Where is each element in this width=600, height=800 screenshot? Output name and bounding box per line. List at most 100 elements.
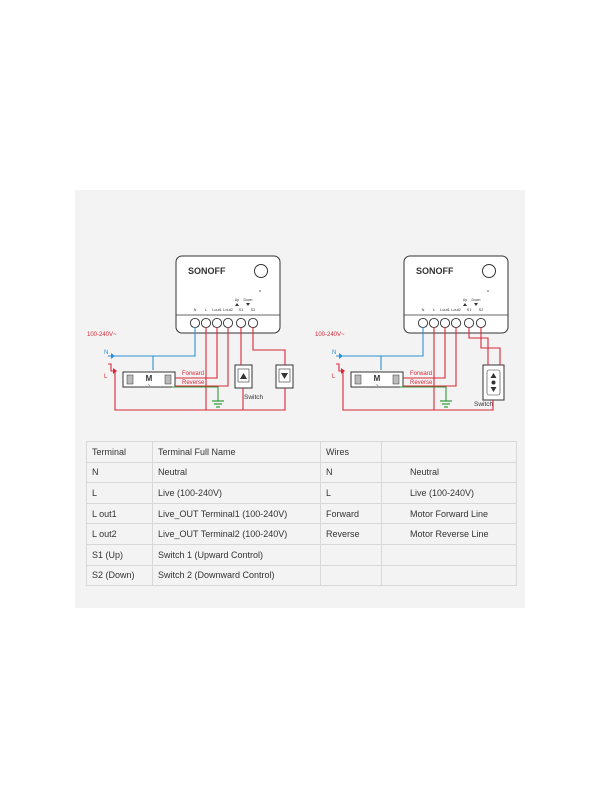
terminal-screw-icon [475, 317, 487, 329]
brand-logo: SONOFF [416, 266, 454, 276]
terminal-screw-icon [428, 317, 440, 329]
table-cell: L [320, 482, 382, 504]
terminal-screw-icon [417, 317, 429, 329]
live-wire [114, 327, 207, 411]
table-cell: Switch 2 (Downward Control) [152, 564, 321, 587]
arrow-down-icon [474, 303, 478, 306]
table-row: L Live (100-240V) L Live (100-240V) [86, 482, 517, 504]
s2-wire [252, 327, 286, 365]
terminal-label: S2 [251, 308, 256, 312]
forward-wire [403, 327, 446, 379]
motor-endcap [126, 374, 134, 385]
table-row: S1 (Up) Switch 1 (Upward Control) [86, 543, 517, 566]
forward-label: Forward [182, 371, 204, 377]
reverse-wire [175, 327, 229, 387]
supply-label: 100-240V~ [315, 332, 345, 338]
switch-return-wire [434, 400, 494, 411]
supply-label: 100-240V~ [87, 332, 117, 338]
s2-caption: Down [244, 298, 253, 302]
arrow-up-icon [463, 303, 467, 306]
terminal-label: S2 [479, 308, 484, 312]
ground-wire [172, 386, 219, 401]
reverse-label: Reverse [182, 380, 205, 386]
neutral-label: N [332, 350, 336, 356]
terminal-screw-icon [247, 317, 259, 329]
table-row: L out2 Live_OUT Terminal2 (100-240V) Rev… [86, 523, 517, 545]
arrow-down-icon [281, 373, 288, 379]
table-row: S2 (Down) Switch 2 (Downward Control) [86, 564, 517, 587]
terminal-label: S1 [239, 308, 244, 312]
status-led-icon [487, 290, 489, 292]
pair-button-icon [254, 264, 268, 278]
table-cell: N [320, 461, 382, 484]
terminal-label: S1 [467, 308, 472, 312]
motor-endcap [164, 374, 172, 385]
switch-label: Switch [244, 394, 264, 401]
motor-label: M [374, 374, 381, 383]
table-cell: Live (100-240V) [381, 482, 517, 504]
motor-icon [122, 371, 176, 388]
table-cell [320, 543, 382, 566]
motor-endcap [392, 374, 400, 385]
table-cell [320, 564, 382, 587]
terminal-label: L [433, 308, 435, 312]
terminal-label: Lout1 [212, 308, 222, 312]
motor-ac-label: ~ [148, 383, 151, 389]
terminal-screw-icon [200, 317, 212, 329]
terminal-screw-icon [439, 317, 451, 329]
s1-caption: Up [235, 298, 240, 302]
table-cell: Live_OUT Terminal1 (100-240V) [152, 502, 321, 525]
switch-label: Switch [474, 401, 494, 408]
table-cell: Live_OUT Terminal2 (100-240V) [152, 523, 321, 545]
neutral-arrow-icon [111, 353, 115, 359]
motor-endcap [354, 374, 362, 385]
table-cell: Live (100-240V) [152, 482, 321, 504]
forward-wire [175, 327, 218, 379]
terminal-screw-icon [235, 317, 247, 329]
table-cell: Neutral [152, 461, 321, 484]
live-wire [342, 327, 435, 411]
reverse-wire [403, 327, 457, 387]
terminal-table: Terminal Terminal Full Name Wires N Neut… [86, 441, 517, 587]
table-cell: L out1 [86, 502, 153, 525]
terminal-label: N [422, 308, 425, 312]
motor-label: M [146, 374, 153, 383]
table-cell: S1 (Up) [86, 543, 153, 566]
arrow-up-icon [240, 373, 247, 379]
arrow-up-icon [235, 303, 239, 306]
motor-icon [350, 371, 404, 388]
terminal-label: N [194, 308, 197, 312]
arrow-down-icon [490, 387, 497, 392]
s1-wire [468, 327, 489, 365]
table-cell [381, 543, 517, 566]
s2-wire [480, 327, 501, 365]
table-row: L out1 Live_OUT Terminal1 (100-240V) For… [86, 502, 517, 525]
pair-button-icon [482, 264, 496, 278]
live-label: L [332, 374, 336, 380]
live-label: L [104, 374, 108, 380]
neutral-wire [336, 327, 424, 357]
table-cell: N [86, 461, 153, 484]
table-header: Terminal Full Name [152, 441, 321, 463]
stop-dot-icon [491, 380, 496, 385]
terminal-label: L [205, 308, 207, 312]
table-cell: Forward [320, 502, 382, 525]
table-header: Wires [320, 441, 382, 463]
table-header [381, 441, 517, 463]
s2-caption: Down [472, 298, 481, 302]
up-stop-down-icon [490, 373, 497, 378]
terminal-screw-icon [463, 317, 475, 329]
table-cell: Motor Forward Line [381, 502, 517, 525]
table-cell: S2 (Down) [86, 564, 153, 587]
terminal-screw-icon [222, 317, 234, 329]
switch-return-wire [206, 388, 286, 411]
table-cell: L out2 [86, 523, 153, 545]
forward-label: Forward [410, 371, 432, 377]
table-header-row: Terminal Terminal Full Name Wires [86, 441, 517, 463]
motor-ac-label: ~ [376, 383, 379, 389]
reverse-label: Reverse [410, 380, 433, 386]
